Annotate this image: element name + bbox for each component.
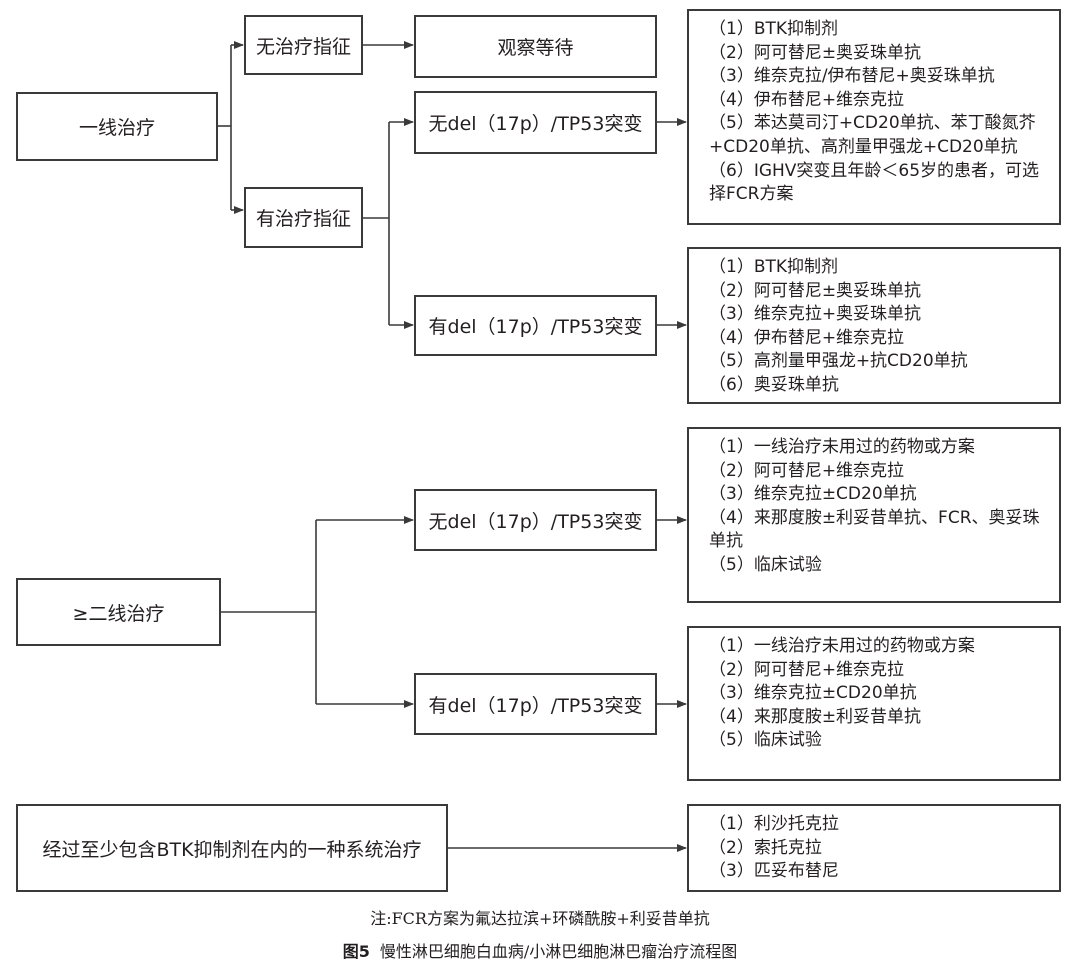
first-line-label: 一线治疗 [78, 117, 155, 139]
fl-has-del-label: 有del（17p）/TP53突变 [428, 316, 643, 338]
regimen-item: （4）伊布替尼+维奈克拉 [709, 89, 905, 110]
regimen-item: （5）临床试验 [709, 730, 822, 751]
regimen-item: （2）阿可替尼+维奈克拉 [709, 460, 905, 481]
regimen-item: （2）阿可替尼±奥妥珠单抗 [709, 42, 922, 63]
regimen-item: （3）匹妥布替尼 [709, 861, 839, 882]
regimen-item: （2）索托克拉 [709, 837, 822, 858]
sl-no-del-node: 无del（17p）/TP53突变 [414, 489, 657, 551]
fl-has-del-node: 有del（17p）/TP53突变 [414, 295, 657, 356]
sl-no-del-regimen-list: （1）一线治疗未用过的药物或方案 （2）阿可替尼+维奈克拉 （3）维奈克拉±CD… [687, 427, 1061, 603]
fl-has-del-regimen-list: （1）BTK抑制剂 （2）阿可替尼±奥妥珠单抗 （3）维奈克拉+奥妥珠单抗 （4… [687, 247, 1061, 404]
regimen-item: （1）BTK抑制剂 [709, 19, 839, 39]
has-indication-label: 有治疗指征 [255, 208, 351, 230]
regimen-item: （5）苯达莫司汀+CD20单抗、苯丁酸氮芥+CD20单抗、高剂量甲强龙+CD20… [709, 113, 1036, 157]
regimen-item: （3）维奈克拉±CD20单抗 [709, 484, 917, 505]
regimen-item: （2）阿可替尼±奥妥珠单抗 [709, 280, 922, 301]
regimen-item: （3）维奈克拉+奥妥珠单抗 [709, 304, 922, 325]
regimen-item: （6）IGHV突变且年龄＜65岁的患者，可选择FCR方案 [709, 160, 1040, 205]
regimen-item: （2）阿可替尼+维奈克拉 [709, 659, 905, 680]
observe-label: 观察等待 [497, 37, 574, 59]
has-indication-node: 有治疗指征 [244, 187, 363, 248]
regimen-item: （6）奥妥珠单抗 [709, 374, 839, 395]
fl-no-del-node: 无del（17p）/TP53突变 [414, 91, 657, 154]
fl-no-del-label: 无del（17p）/TP53突变 [428, 113, 643, 135]
after-btk-regimen-list: （1）利沙托克拉 （2）索托克拉 （3）匹妥布替尼 [687, 804, 1061, 892]
sl-no-del-label: 无del（17p）/TP53突变 [428, 510, 643, 533]
figure-label: 图5 [342, 942, 370, 961]
regimen-item: （3）维奈克拉±CD20单抗 [709, 683, 917, 704]
second-line-label: ≥二线治疗 [72, 602, 165, 625]
regimen-item: （5）临床试验 [709, 554, 822, 575]
regimen-item: （1）一线治疗未用过的药物或方案 [709, 437, 975, 457]
footnote: 注:FCR方案为氟达拉滨+环磷酰胺+利妥昔单抗 [370, 909, 710, 928]
regimen-item: （3）维奈克拉/伊布替尼+奥妥珠单抗 [709, 66, 995, 87]
second-line-node: ≥二线治疗 [16, 578, 221, 646]
no-indication-node: 无治疗指征 [244, 15, 363, 75]
figure-caption: 图5 慢性淋巴细胞白血病/小淋巴细胞淋巴瘤治疗流程图 [0, 938, 1080, 962]
sl-has-del-node: 有del（17p）/TP53突变 [414, 673, 657, 735]
regimen-item: （1）BTK抑制剂 [709, 257, 839, 277]
regimen-item: （1）一线治疗未用过的药物或方案 [709, 636, 975, 656]
regimen-item: （4）伊布替尼+维奈克拉 [709, 327, 905, 348]
regimen-item: （4）来那度胺±利妥昔单抗、FCR、奥妥珠单抗 [709, 507, 1040, 552]
after-btk-label: 经过至少包含BTK抑制剂在内的一种系统治疗 [42, 838, 422, 861]
sl-has-del-regimen-list: （1）一线治疗未用过的药物或方案 （2）阿可替尼+维奈克拉 （3）维奈克拉±CD… [687, 626, 1061, 781]
no-indication-label: 无治疗指征 [255, 35, 351, 58]
after-btk-node: 经过至少包含BTK抑制剂在内的一种系统治疗 [16, 804, 448, 892]
fl-no-del-regimen-list: （1）BTK抑制剂 （2）阿可替尼±奥妥珠单抗 （3）维奈克拉/伊布替尼+奥妥珠… [687, 9, 1061, 225]
regimen-item: （5）高剂量甲强龙+抗CD20单抗 [709, 351, 968, 372]
figure-title: 慢性淋巴细胞白血病/小淋巴细胞淋巴瘤治疗流程图 [379, 942, 738, 961]
regimen-item: （4）来那度胺±利妥昔单抗 [709, 706, 922, 727]
first-line-node: 一线治疗 [16, 92, 218, 161]
observe-node: 观察等待 [414, 15, 657, 78]
regimen-item: （1）利沙托克拉 [709, 814, 839, 834]
sl-has-del-label: 有del（17p）/TP53突变 [428, 694, 643, 717]
